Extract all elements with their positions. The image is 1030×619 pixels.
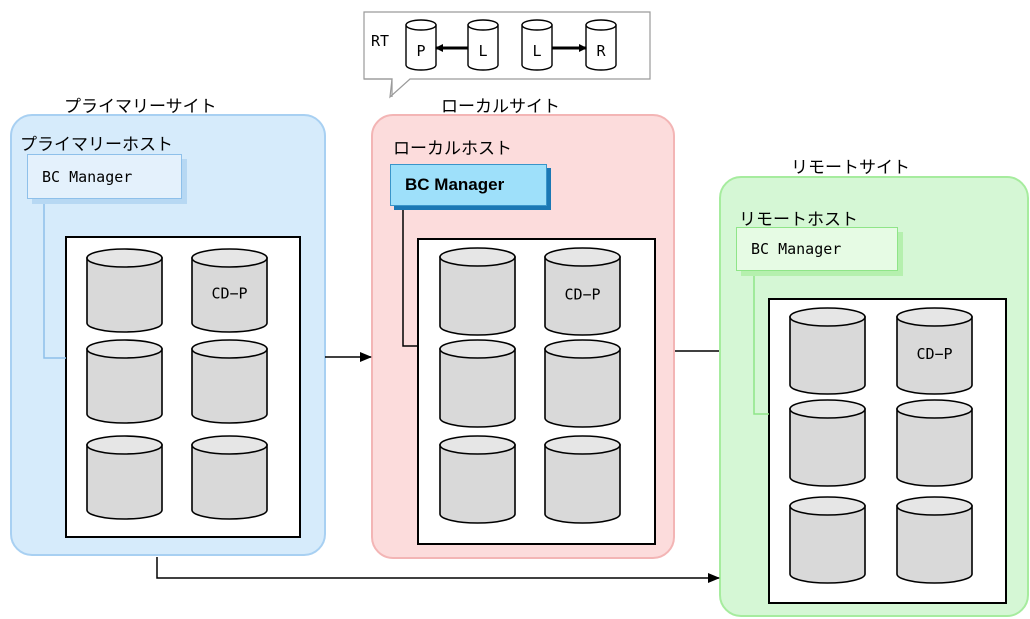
legend-volume-label: R [596,42,606,60]
remote-volume-cylinder [789,307,866,395]
primary-bc-manager-label: BC Manager [42,167,133,186]
primary-volume-cylinder [86,339,163,424]
legend-rt-label: RT [371,32,390,50]
legend-volume-label: L [478,42,487,60]
local-bcm-connector [402,208,418,347]
primary-host-label: プライマリーホスト [20,135,173,155]
remote-bc-manager-box: BC Manager [736,227,898,271]
remote-bcm-connector [753,273,769,415]
local-volume-cylinder [439,435,516,524]
legend-volume-p: P [405,19,437,71]
local-volume-cylinder [439,247,516,336]
remote-volume-cylinder [789,399,866,487]
remote-volume-cylinder: CD−P [896,307,973,395]
local-volume-cylinder [439,339,516,428]
remote-host-label: リモートホスト [739,210,858,230]
local-site-label: ローカルサイト [441,97,560,117]
remote-volume-cylinder [896,496,973,584]
primary-bcm-connector [43,202,66,359]
primary-volume-cylinder [191,435,268,520]
remote-volume-cylinder [789,496,866,584]
local-bc-manager-label: BC Manager [405,175,505,194]
primary-volume-cylinder: CD−P [191,248,268,333]
remote-site-label: リモートサイト [791,158,910,178]
local-volume-cylinder [544,435,621,524]
local-bc-manager-box: BC Manager [390,164,547,206]
legend-volume-l: L [521,19,553,71]
primary-volume-cylinder [191,339,268,424]
legend-volume-label: L [532,42,541,60]
primary-volume-cylinder [86,435,163,520]
remote-bc-manager-label: BC Manager [751,240,842,258]
primary-site-label: プライマリーサイト [64,97,217,117]
local-volume-cylinder-label: CD−P [564,286,600,304]
legend-volume-l: L [467,19,499,71]
primary-to-remote-arrow [156,557,720,583]
local-volume-cylinder: CD−P [544,247,621,336]
primary-volume-cylinder-label: CD−P [211,285,247,303]
local-host-label: ローカルホスト [393,139,512,159]
primary-volume-cylinder [86,248,163,333]
primary-bc-manager-box: BC Manager [27,154,182,199]
legend-volume-r: R [585,19,617,71]
remote-volume-cylinder [896,399,973,487]
local-volume-cylinder [544,339,621,428]
remote-volume-cylinder-label: CD−P [916,345,952,363]
legend-volume-label: P [416,42,425,60]
